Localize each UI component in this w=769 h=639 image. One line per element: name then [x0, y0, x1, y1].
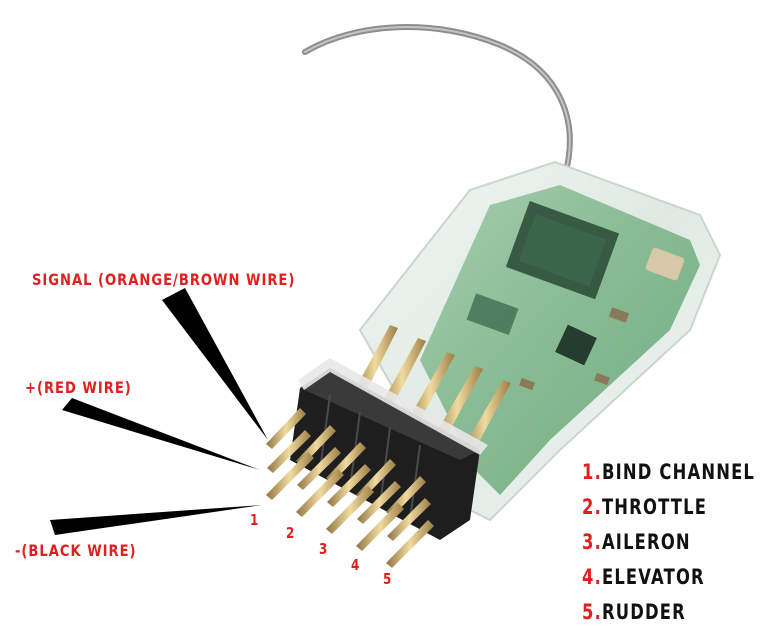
positive-pointer — [62, 398, 260, 470]
pin-number-5: 5 — [383, 570, 392, 588]
pin-number-1: 1 — [250, 511, 259, 529]
negative-wire-label: -(BLACK WIRE) — [15, 541, 137, 560]
legend-item: 4.ELEVATOR — [582, 565, 705, 589]
positive-wire-label: +(RED WIRE) — [25, 378, 132, 397]
legend-item: 1.BIND CHANNEL — [582, 460, 756, 484]
negative-pointer — [50, 505, 262, 535]
negative-pins — [266, 452, 434, 568]
pin-number-2: 2 — [286, 524, 295, 542]
legend-item: 2.THROTTLE — [582, 495, 708, 519]
legend-item: 3.AILERON — [582, 530, 691, 554]
signal-pointer — [162, 288, 268, 440]
crystal — [645, 247, 685, 281]
antenna-wire — [302, 24, 573, 178]
positive-pins — [267, 430, 431, 541]
signal-wire-label: SIGNAL (ORANGE/BROWN WIRE) — [32, 270, 296, 289]
pin-number-3: 3 — [319, 540, 328, 558]
legend-item: 5.RUDDER — [582, 600, 686, 624]
pin-header — [290, 368, 480, 540]
pin-number-4: 4 — [351, 556, 360, 574]
channel-legend: 1.BIND CHANNEL 2.THROTTLE 3.AILERON 4.EL… — [582, 455, 769, 630]
